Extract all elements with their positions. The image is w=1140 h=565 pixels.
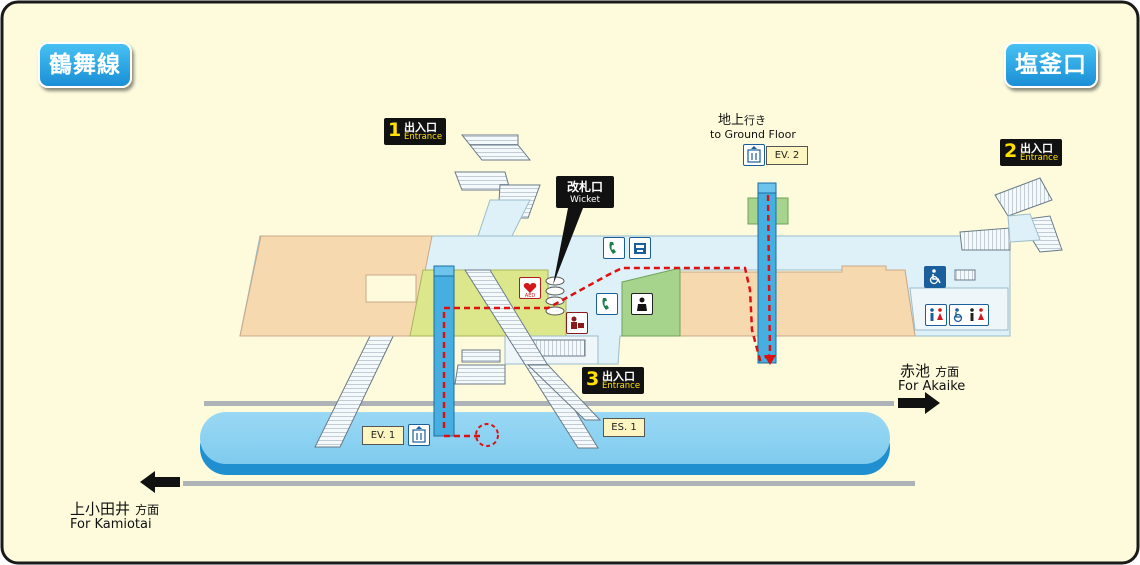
platform: [200, 412, 890, 464]
shop-area-right: [679, 265, 916, 337]
entrance-3-stairs-b: [454, 364, 506, 385]
ground-jp-suffix: 行き: [744, 114, 767, 127]
elevator-1-tag: EV. 1: [362, 426, 404, 445]
elevator-2-tag: EV. 2: [766, 146, 808, 165]
elevator-1-shaft: [433, 265, 455, 437]
entrance-1-jp: 出入口: [404, 121, 437, 134]
entrance-3-stairs-c: [461, 349, 501, 363]
station-staff-icon: [566, 312, 588, 334]
entrance-1-landing: [477, 199, 531, 237]
entrance-1-stairs-a: [460, 134, 519, 146]
destination-right: 赤池 方面: [900, 360, 959, 381]
wicket-jp: 改札口: [566, 180, 603, 194]
phone-icon: [596, 293, 618, 315]
wicket-pointer: [553, 208, 583, 285]
destination-left-en: For Kamiotai: [70, 517, 152, 532]
entrance-2-number: 2: [1004, 140, 1018, 162]
track-lower: [183, 481, 915, 486]
entrance-3-jp: 出入口: [602, 370, 635, 383]
info-desk-icon: [631, 293, 653, 315]
entrance-2-en: Entrance: [1020, 153, 1059, 163]
entrance-1-number: 1: [388, 119, 402, 141]
aed-icon: AED: [519, 277, 541, 299]
entrance-3-label: 3 出入口 Entrance: [582, 367, 644, 394]
destination-right-suffix: 方面: [935, 365, 960, 379]
entrance-1-label: 1 出入口 Entrance: [384, 118, 446, 145]
arrow-right-icon: [898, 392, 940, 414]
arrow-left-icon: [140, 471, 180, 493]
svg-text:AED: AED: [525, 293, 536, 298]
wicket-label: 改札口 Wicket: [556, 176, 614, 208]
multipurpose-toilet-icon: [949, 304, 989, 326]
wicket-en: Wicket: [569, 195, 601, 205]
elevator-icon: [743, 144, 765, 166]
track-upper: [204, 401, 894, 406]
entrance-2-label: 2 出入口 Entrance: [1000, 139, 1062, 166]
ground-en: to Ground Floor: [710, 128, 796, 141]
direction-line-badge: 塩釜口: [1004, 42, 1098, 88]
entrance-2-stairs-a: [994, 177, 1053, 217]
ground-floor-label: 地上行き: [718, 109, 766, 128]
destination-right-en: For Akaike: [898, 379, 966, 394]
entrance-2-stairs-c: [959, 227, 1011, 251]
wicket-gate-4: [545, 306, 565, 316]
current-line-badge: 鶴舞線: [38, 42, 132, 88]
ground-jp-main: 地上: [718, 113, 745, 128]
toilet-icon: [925, 304, 947, 326]
entrance-2-stairs-d: [954, 269, 976, 281]
entrance-3-number: 3: [586, 368, 600, 390]
elevator-1-top: [433, 265, 455, 277]
entrance-2-jp: 出入口: [1020, 142, 1053, 155]
destination-left-jp: 上小田井: [70, 500, 131, 518]
elevator-icon: [408, 424, 430, 446]
destination-left: 上小田井 方面: [70, 498, 159, 519]
phone-icon: [603, 237, 625, 259]
wicket-gate-2: [545, 286, 565, 296]
escalator-1: [464, 269, 599, 449]
entrance-1-stairs-b: [468, 144, 532, 161]
accessible-route: [442, 194, 772, 428]
void-box: [365, 274, 417, 303]
stairs-to-platform-right: [526, 364, 602, 421]
boarding-position-marker: [475, 423, 499, 447]
entrance-3-en: Entrance: [602, 381, 641, 391]
entrance-1-en: Entrance: [404, 132, 443, 142]
escalator-1-tag: ES. 1: [603, 418, 645, 437]
wheelchair-icon: [924, 266, 946, 288]
elevator-2-top: [757, 182, 777, 194]
ticket-machine-icon: [629, 237, 651, 259]
destination-left-suffix: 方面: [135, 503, 160, 517]
route-arrow: [764, 355, 776, 365]
destination-right-jp: 赤池: [900, 362, 931, 380]
entrance-2-landing: [1007, 213, 1041, 243]
